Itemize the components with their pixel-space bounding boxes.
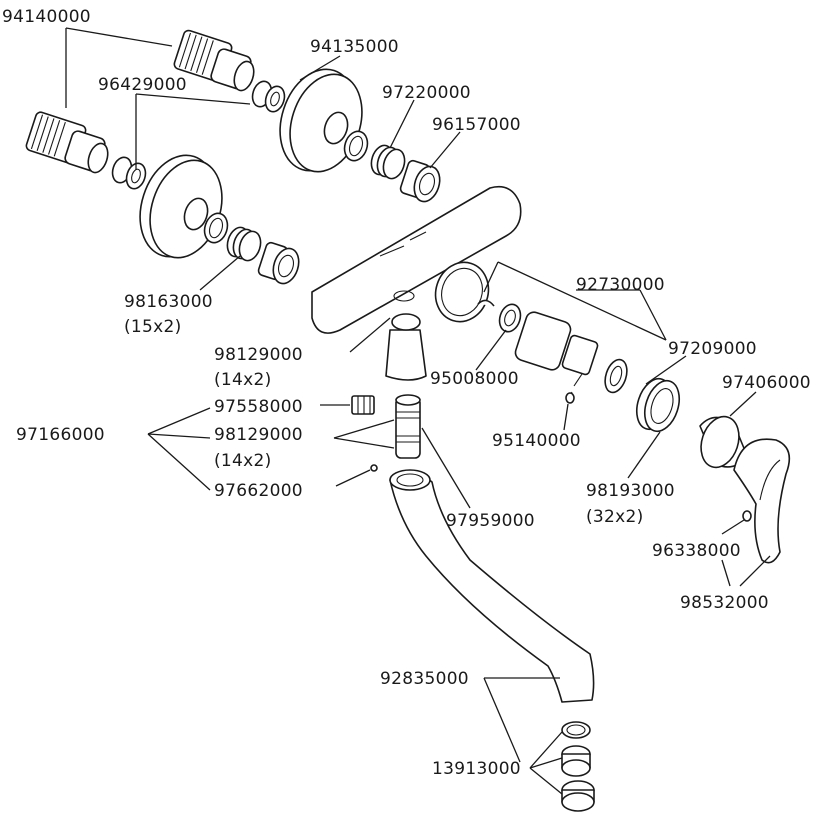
eccentric-connector-lower bbox=[25, 111, 109, 174]
cartridge bbox=[477, 299, 628, 394]
label-98193000: 98193000 bbox=[586, 481, 675, 501]
nut-96429000-lower bbox=[111, 156, 147, 190]
label-13913000: 13913000 bbox=[432, 759, 521, 779]
label-94135000: 94135000 bbox=[310, 37, 399, 57]
seal-ring-upper bbox=[343, 130, 369, 162]
label-96429000: 96429000 bbox=[98, 75, 187, 95]
eccentric-connector-upper bbox=[173, 29, 255, 92]
part-labels: 94140000 94135000 96429000 97220000 9615… bbox=[2, 7, 811, 779]
label-95140000: 95140000 bbox=[492, 431, 581, 451]
seal-ring-lower bbox=[203, 212, 229, 244]
aerator-insert bbox=[561, 745, 591, 777]
nipple-fitting bbox=[395, 394, 421, 459]
spout-adapter bbox=[385, 313, 427, 381]
label-97662000: 97662000 bbox=[214, 481, 303, 501]
label-98163000-size: (15x2) bbox=[124, 317, 182, 337]
label-97558000: 97558000 bbox=[214, 397, 303, 417]
union-nut-lower bbox=[257, 241, 300, 285]
label-96157000: 96157000 bbox=[432, 115, 521, 135]
rosette-lower bbox=[139, 154, 223, 259]
label-97959000: 97959000 bbox=[446, 511, 535, 531]
label-97166000: 97166000 bbox=[16, 425, 105, 445]
label-98163000: 98163000 bbox=[124, 292, 213, 312]
aerator-seal bbox=[561, 721, 591, 739]
label-92730000: 92730000 bbox=[576, 275, 665, 295]
leader-lines bbox=[65, 27, 771, 795]
fitting-97220000 bbox=[370, 144, 406, 180]
screw-97662000 bbox=[370, 464, 378, 472]
label-98129000-a-size: (14x2) bbox=[214, 370, 272, 390]
label-98532000: 98532000 bbox=[680, 593, 769, 613]
nut-96429000-upper bbox=[251, 80, 286, 113]
connector-97558000 bbox=[351, 395, 375, 415]
label-98129000-b: 98129000 bbox=[214, 425, 303, 445]
fitting-98163000 bbox=[226, 226, 262, 262]
union-nut-upper bbox=[399, 159, 441, 203]
label-98129000-a: 98129000 bbox=[214, 345, 303, 365]
label-98129000-b-size: (14x2) bbox=[214, 451, 272, 471]
label-95008000: 95008000 bbox=[430, 369, 519, 389]
aerator-housing bbox=[561, 780, 595, 812]
spout bbox=[389, 469, 595, 703]
label-97406000: 97406000 bbox=[722, 373, 811, 393]
lever-handle bbox=[733, 438, 791, 564]
screw-95140000 bbox=[565, 373, 583, 404]
rosette-upper bbox=[279, 68, 363, 173]
grub-screw bbox=[742, 510, 752, 522]
mixer-body bbox=[311, 185, 522, 334]
label-98193000-size: (32x2) bbox=[586, 507, 644, 527]
label-94140000: 94140000 bbox=[2, 7, 91, 27]
label-92835000: 92835000 bbox=[380, 669, 469, 689]
cap-ring bbox=[635, 377, 681, 433]
label-96338000: 96338000 bbox=[652, 541, 741, 561]
label-97220000: 97220000 bbox=[382, 83, 471, 103]
label-97209000: 97209000 bbox=[668, 339, 757, 359]
